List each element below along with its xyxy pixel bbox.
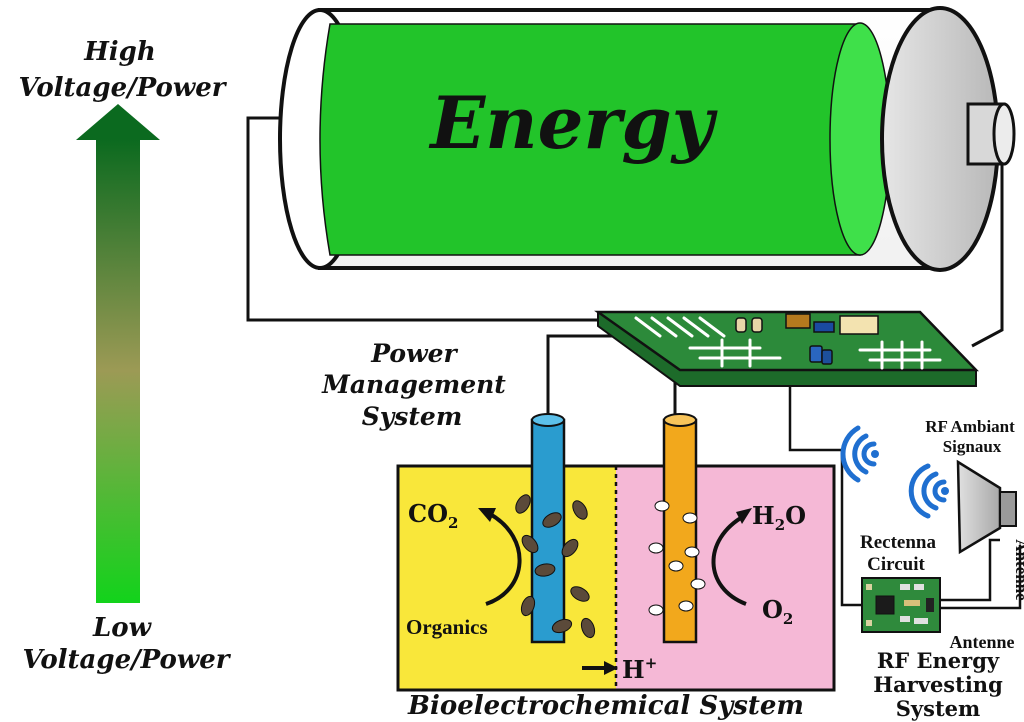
scale-arrow-head bbox=[76, 104, 160, 140]
bes-cathode-top bbox=[663, 413, 697, 427]
hplus-arrow-head bbox=[604, 661, 618, 675]
organics-label: Organics bbox=[406, 615, 488, 639]
wire-antenna-1 bbox=[940, 538, 1000, 602]
wire-battery-neg bbox=[246, 116, 602, 322]
bes-anode bbox=[530, 418, 566, 644]
scale-high-label: High bbox=[83, 37, 156, 67]
anode-arrow-head bbox=[478, 508, 496, 522]
rectenna-line2: Circuit bbox=[867, 554, 925, 575]
battery-terminal-face bbox=[992, 102, 1016, 166]
bes-cathode-chamber bbox=[616, 466, 834, 690]
bes-reaction-arrows bbox=[485, 512, 747, 670]
bes-title: Bioelectrochemical System bbox=[407, 691, 804, 721]
battery-label: Energy bbox=[428, 80, 717, 165]
rectenna-pads bbox=[866, 584, 872, 626]
scale-low-label: Low bbox=[92, 613, 153, 643]
bes-bacteria bbox=[515, 494, 596, 639]
pms-traces bbox=[634, 316, 942, 370]
rf-harvesting: RF Ambiant Signaux Antenne Rectenna Circ… bbox=[840, 417, 1024, 721]
wire-antenna-2 bbox=[938, 545, 1022, 610]
pms-label-line3: System bbox=[362, 402, 463, 431]
h2o-label: H2O bbox=[752, 501, 806, 534]
rf-signals-line1: RF Ambiant bbox=[925, 417, 1015, 436]
antenna-base bbox=[999, 491, 1017, 527]
cathode-arrow bbox=[711, 514, 747, 606]
rf-system-line3: System bbox=[896, 696, 980, 721]
antenna-horn bbox=[956, 459, 1002, 555]
battery: Energy bbox=[278, 6, 1016, 272]
antenna-side-label: Antenne bbox=[1012, 539, 1024, 601]
antenna-bottom-label: Antenne bbox=[949, 632, 1014, 652]
voltage-scale: High Voltage/Power Low Voltage/Power bbox=[19, 37, 232, 675]
bes-oxygen-bubbles bbox=[648, 500, 706, 616]
pms-label: Power Management System bbox=[321, 339, 506, 431]
co2-label: CO2 bbox=[408, 499, 458, 532]
rectenna-line1: Rectenna bbox=[860, 532, 936, 553]
pms-label-line1: Power bbox=[370, 339, 458, 368]
battery-charge-fill bbox=[319, 23, 861, 256]
pms-board bbox=[594, 310, 979, 387]
o2-label: O2 bbox=[762, 595, 793, 628]
bes: CO2 Organics H2O O2 H+ Bioelectrochemica… bbox=[396, 413, 836, 721]
rf-signals-line2: Signaux bbox=[943, 437, 1002, 456]
rf-wave-dot-2 bbox=[941, 487, 949, 495]
wire-anode bbox=[546, 334, 620, 420]
scale-high-sublabel: Voltage/Power bbox=[19, 73, 228, 103]
rf-wave-dot bbox=[871, 450, 879, 458]
cathode-arrow-head bbox=[736, 508, 752, 524]
rf-wave-icon-2 bbox=[908, 463, 947, 519]
rectenna-chip bbox=[875, 595, 895, 615]
bes-anode-top bbox=[531, 413, 565, 427]
rf-system-line1: RF Energy bbox=[877, 648, 1000, 673]
rf-wave-icon bbox=[840, 425, 877, 483]
hplus-label: H+ bbox=[622, 654, 657, 684]
pms-label-line2: Management bbox=[321, 370, 506, 399]
anode-arrow bbox=[485, 512, 522, 606]
rf-system-line2: Harvesting bbox=[873, 672, 1003, 697]
scale-low-sublabel: Voltage/Power bbox=[23, 645, 232, 675]
scale-arrow-shaft bbox=[96, 139, 140, 603]
